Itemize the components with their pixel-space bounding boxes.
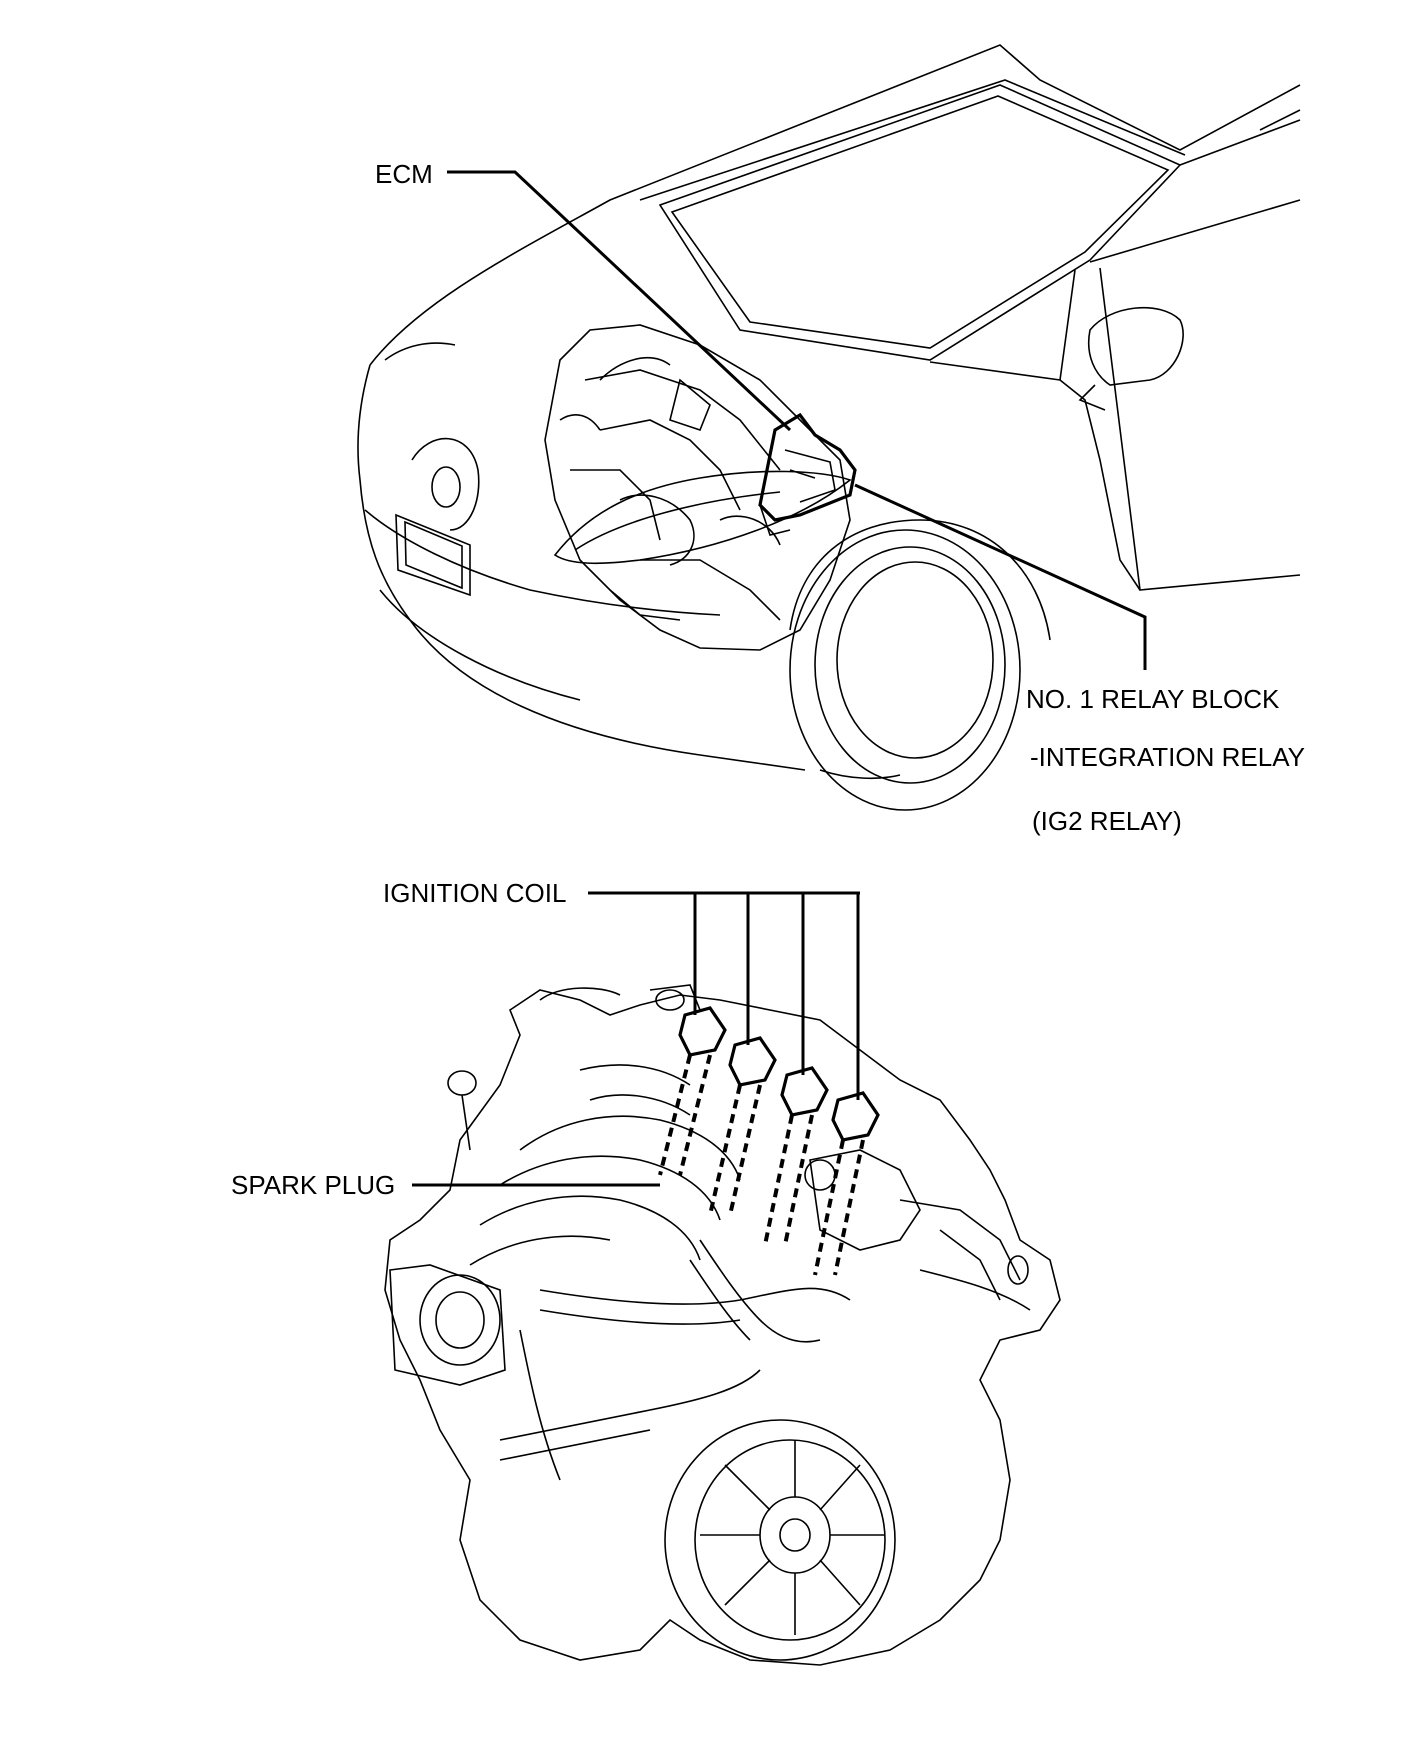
relay-block-label: NO. 1 RELAY BLOCK [1026, 684, 1280, 714]
ignition-coils [678, 1006, 880, 1142]
integration-relay-label: -INTEGRATION RELAY [1030, 742, 1305, 772]
ignition-coil-label: IGNITION COIL [383, 878, 567, 908]
ignition-coil-leader-lines [588, 891, 860, 1100]
ig2-relay-label: (IG2 RELAY) [1032, 806, 1182, 836]
spark-plug-label: SPARK PLUG [231, 1170, 396, 1200]
engine-bay [544, 324, 851, 651]
spark-plugs [658, 1054, 865, 1276]
relay-leader-line [854, 483, 1147, 670]
ecm-leader-line [447, 170, 792, 432]
vehicle-illustration [357, 44, 1301, 811]
ecm-unit [758, 412, 857, 522]
ecm-label: ECM [375, 159, 433, 189]
engine-illustration [384, 984, 1061, 1666]
